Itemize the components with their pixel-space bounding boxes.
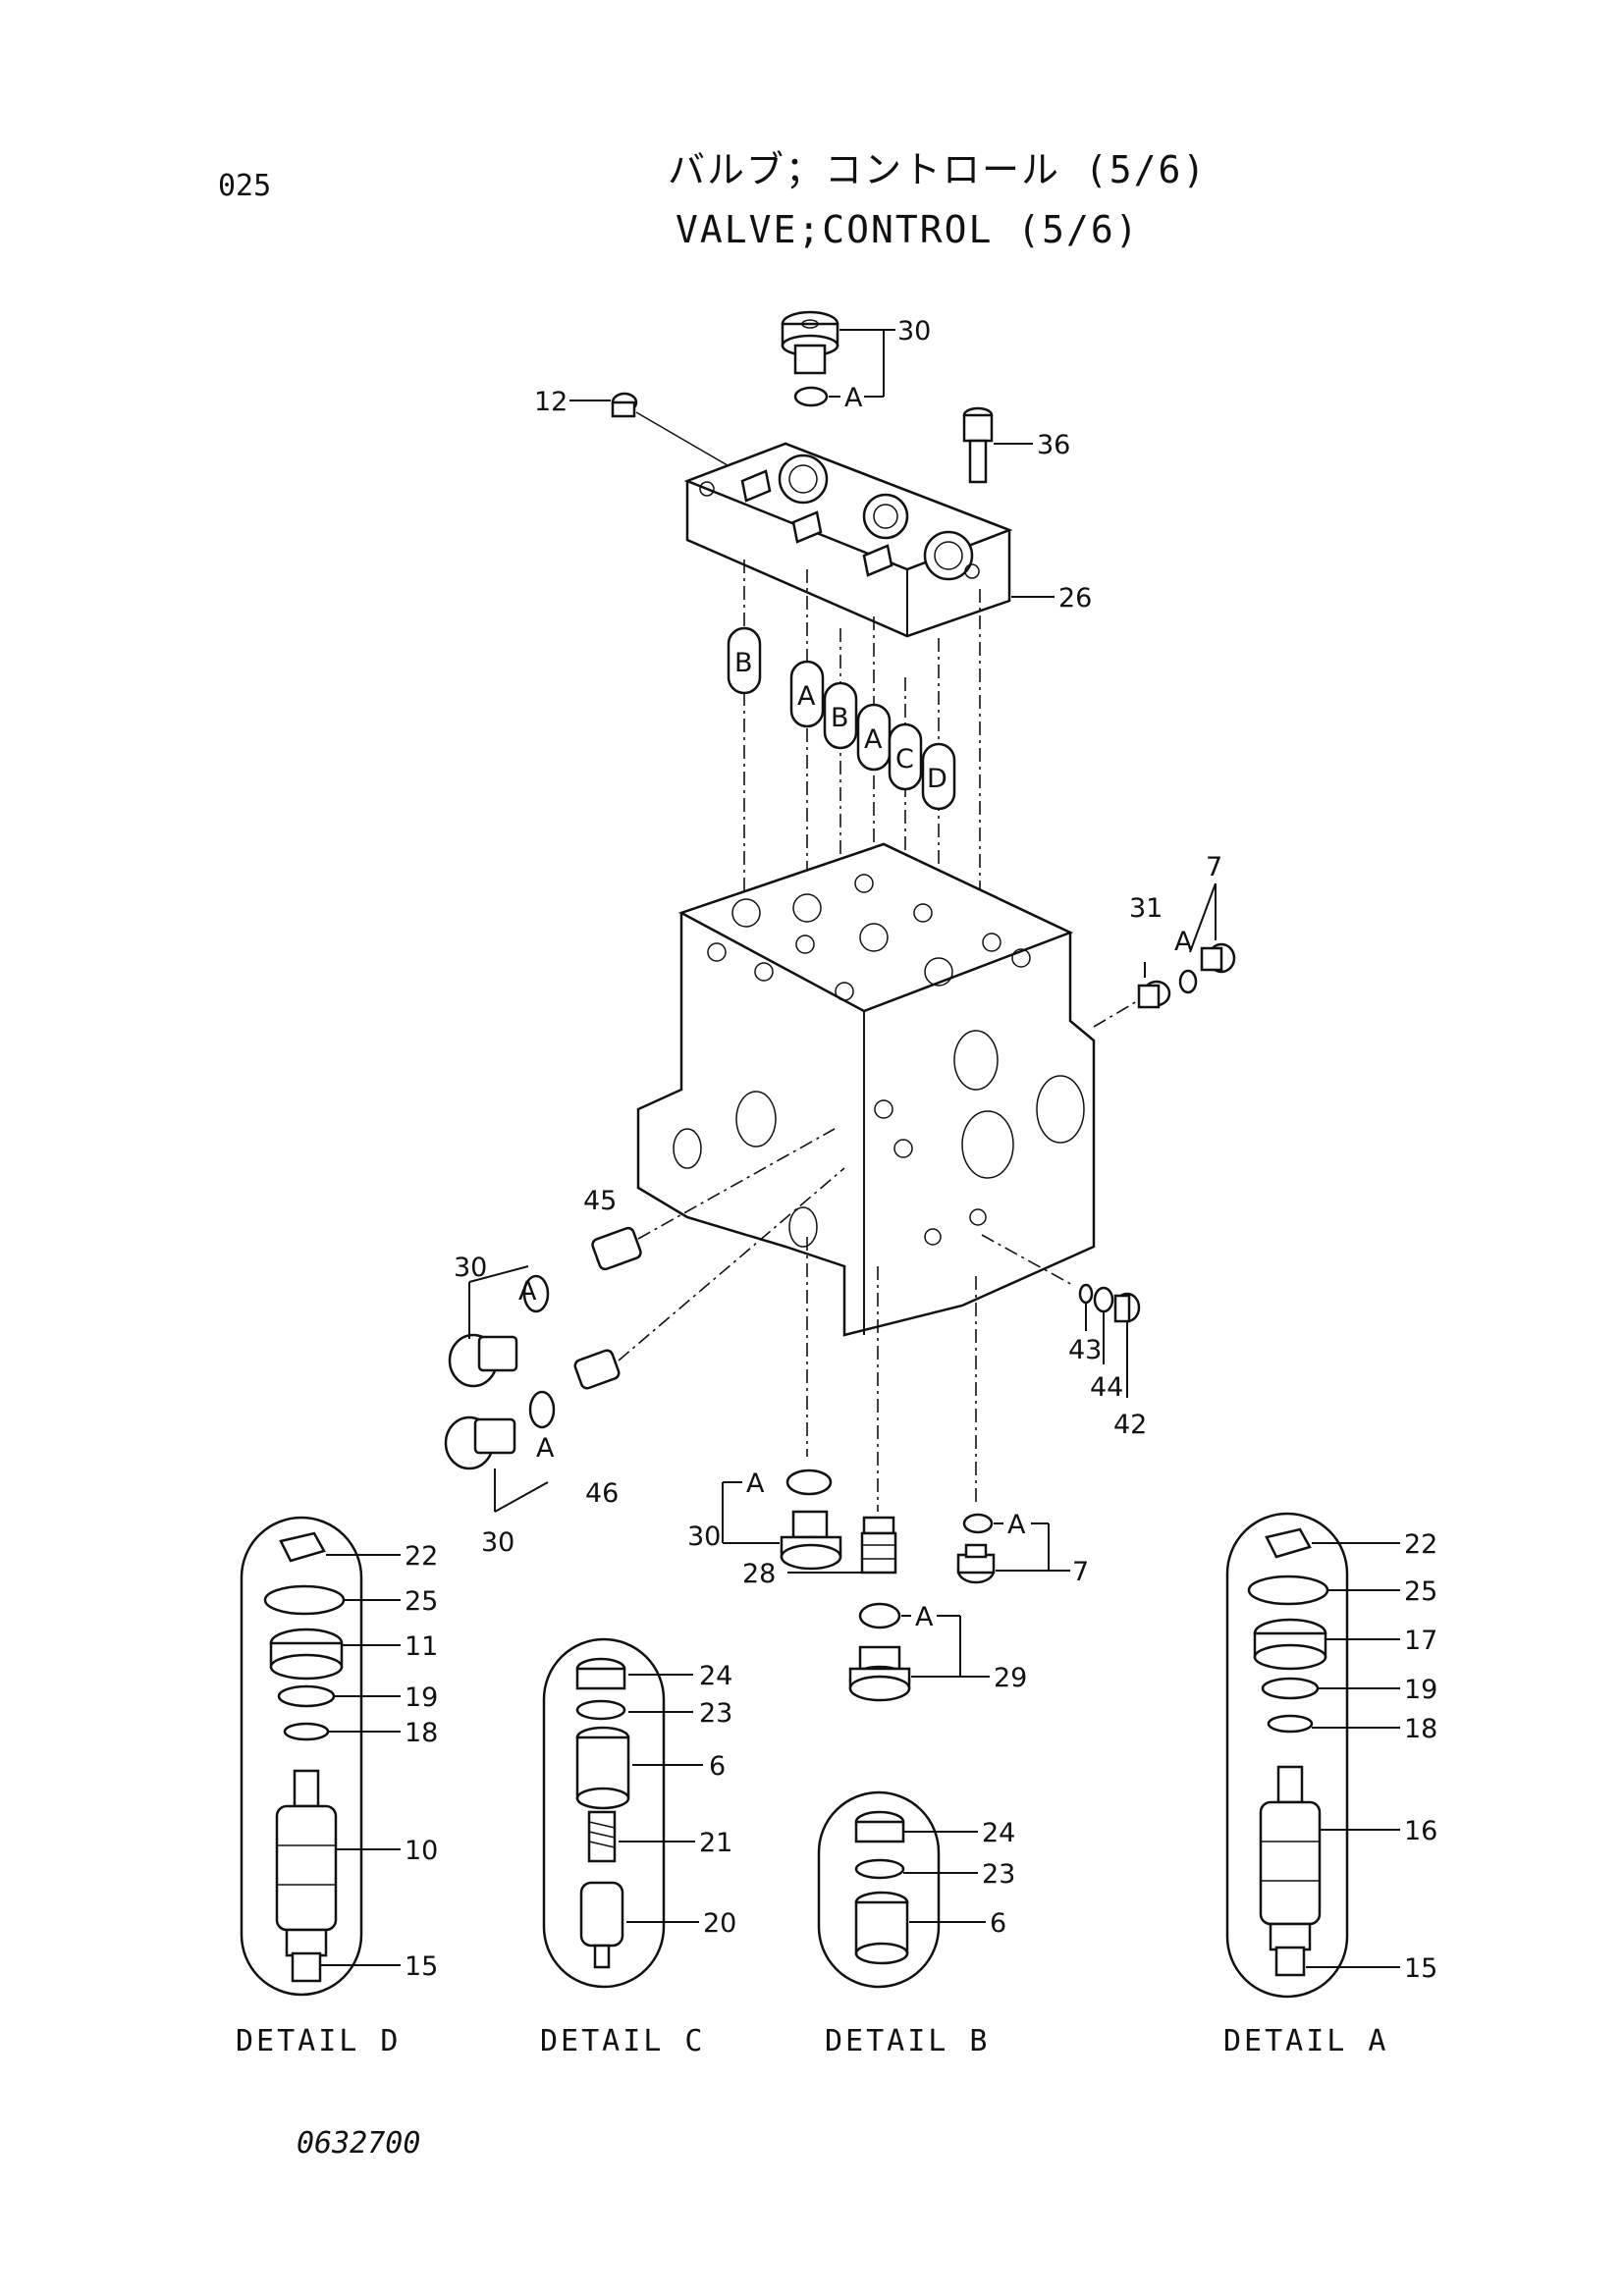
ref-31: 31 xyxy=(1129,893,1163,924)
ref-7-right: 7 xyxy=(1206,852,1222,882)
detail-c-part: 21 xyxy=(699,1828,732,1858)
detail-c-caption: DETAIL C xyxy=(540,2024,706,2058)
detail-c-part: 20 xyxy=(703,1908,736,1939)
detail-d-part: 10 xyxy=(405,1836,438,1866)
ref-12: 12 xyxy=(534,387,568,417)
ref-30-left-lower: 30 xyxy=(481,1527,514,1558)
seal-label-a-left-lower: A xyxy=(536,1433,555,1464)
detail-c-part: 24 xyxy=(699,1661,732,1691)
title-english: VALVE;CONTROL (5/6) xyxy=(676,208,1140,251)
cap-screw-30-left-lower xyxy=(444,1415,516,1470)
ref-46: 46 xyxy=(585,1478,619,1509)
connector-label: B xyxy=(831,703,849,733)
o-ring-bottom-30 xyxy=(785,1468,833,1496)
cap-screw-30-top xyxy=(781,310,839,375)
o-ring-left-upper xyxy=(522,1274,550,1313)
detail-a: 22 25 17 19 18 16 15 xyxy=(1225,1512,1437,1999)
connector-label: A xyxy=(864,724,883,755)
o-ring-bottom-7 xyxy=(962,1513,994,1534)
connector-label: D xyxy=(927,764,947,794)
ref-30-bottom: 30 xyxy=(687,1522,721,1552)
plug-46 xyxy=(573,1349,621,1390)
seal-label-a-top: A xyxy=(844,383,863,413)
detail-b-caption: DETAIL B xyxy=(825,2024,991,2058)
connector-label: C xyxy=(895,744,914,774)
plug-29 xyxy=(848,1645,911,1702)
detail-a-part: 22 xyxy=(1404,1529,1437,1560)
plug-28 xyxy=(860,1516,897,1575)
plug-42 xyxy=(1113,1292,1141,1323)
detail-d-part: 11 xyxy=(405,1631,438,1662)
ref-42: 42 xyxy=(1113,1410,1147,1440)
detail-b: 24 23 6 xyxy=(817,1790,1015,1989)
seal-label-a-right: A xyxy=(1174,927,1193,957)
ref-7-bottom: 7 xyxy=(1072,1557,1089,1587)
detail-a-caption: DETAIL A xyxy=(1223,2024,1389,2058)
document-number: 0632700 xyxy=(297,2126,421,2161)
o-ring-43 xyxy=(1078,1283,1094,1305)
detail-b-part: 6 xyxy=(990,1908,1006,1939)
detail-c-part: 6 xyxy=(709,1751,726,1782)
ref-29: 29 xyxy=(994,1663,1027,1693)
ref-30-top: 30 xyxy=(897,316,931,347)
page-code: 025 xyxy=(218,169,272,203)
o-ring-29 xyxy=(858,1602,901,1629)
detail-d-caption: DETAIL D xyxy=(236,2024,402,2058)
detail-d-part: 18 xyxy=(405,1718,438,1748)
detail-b-part: 23 xyxy=(982,1859,1015,1890)
detail-a-part: 16 xyxy=(1404,1816,1437,1846)
detail-d: 22 25 11 19 18 10 15 xyxy=(240,1516,438,1997)
seal-label-a-bottom-7: A xyxy=(1007,1510,1026,1540)
o-ring-right xyxy=(1178,969,1198,994)
cover-26 xyxy=(683,442,1013,638)
ref-26: 26 xyxy=(1058,583,1092,614)
cap-screw-30-left-upper xyxy=(448,1333,518,1388)
ref-28: 28 xyxy=(742,1559,776,1589)
connector-label: B xyxy=(734,648,753,678)
ref-30-left-upper: 30 xyxy=(454,1253,487,1283)
title-japanese: バルブ；コントロール (5/6) xyxy=(668,148,1208,191)
valve-body xyxy=(636,842,1096,1337)
plug-31 xyxy=(1137,980,1171,1009)
plug-30-bottom xyxy=(780,1510,842,1571)
ref-45: 45 xyxy=(583,1186,617,1216)
detail-d-part: 15 xyxy=(405,1951,438,1982)
o-ring-top xyxy=(793,386,829,407)
ring-44 xyxy=(1093,1286,1114,1313)
plug-7-bottom xyxy=(956,1543,996,1584)
detail-a-part: 15 xyxy=(1404,1953,1437,1984)
connector-capsules: B A B A C D xyxy=(727,626,956,811)
detail-c-part: 23 xyxy=(699,1698,732,1729)
socket-bolt-36 xyxy=(962,406,994,484)
detail-a-part: 18 xyxy=(1404,1714,1437,1744)
connector-label: A xyxy=(797,681,816,712)
detail-a-part: 19 xyxy=(1404,1675,1437,1705)
ref-43: 43 xyxy=(1068,1335,1102,1365)
ref-36: 36 xyxy=(1037,430,1070,460)
detail-d-part: 22 xyxy=(405,1541,438,1572)
plug-12 xyxy=(611,392,638,418)
detail-c: 24 23 6 21 20 xyxy=(542,1637,736,1989)
o-ring-left-lower xyxy=(528,1390,556,1429)
seal-label-a-bottom-30: A xyxy=(746,1468,765,1499)
detail-b-part: 24 xyxy=(982,1818,1015,1848)
detail-a-part: 25 xyxy=(1404,1576,1437,1607)
detail-d-part: 25 xyxy=(405,1586,438,1617)
detail-d-part: 19 xyxy=(405,1682,438,1713)
seal-label-a-29: A xyxy=(915,1602,934,1632)
detail-a-part: 17 xyxy=(1404,1626,1437,1656)
ref-44: 44 xyxy=(1090,1372,1123,1403)
plug-45 xyxy=(591,1226,642,1271)
plug-7-right xyxy=(1200,942,1236,974)
seal-label-a-left-upper: A xyxy=(518,1276,537,1307)
